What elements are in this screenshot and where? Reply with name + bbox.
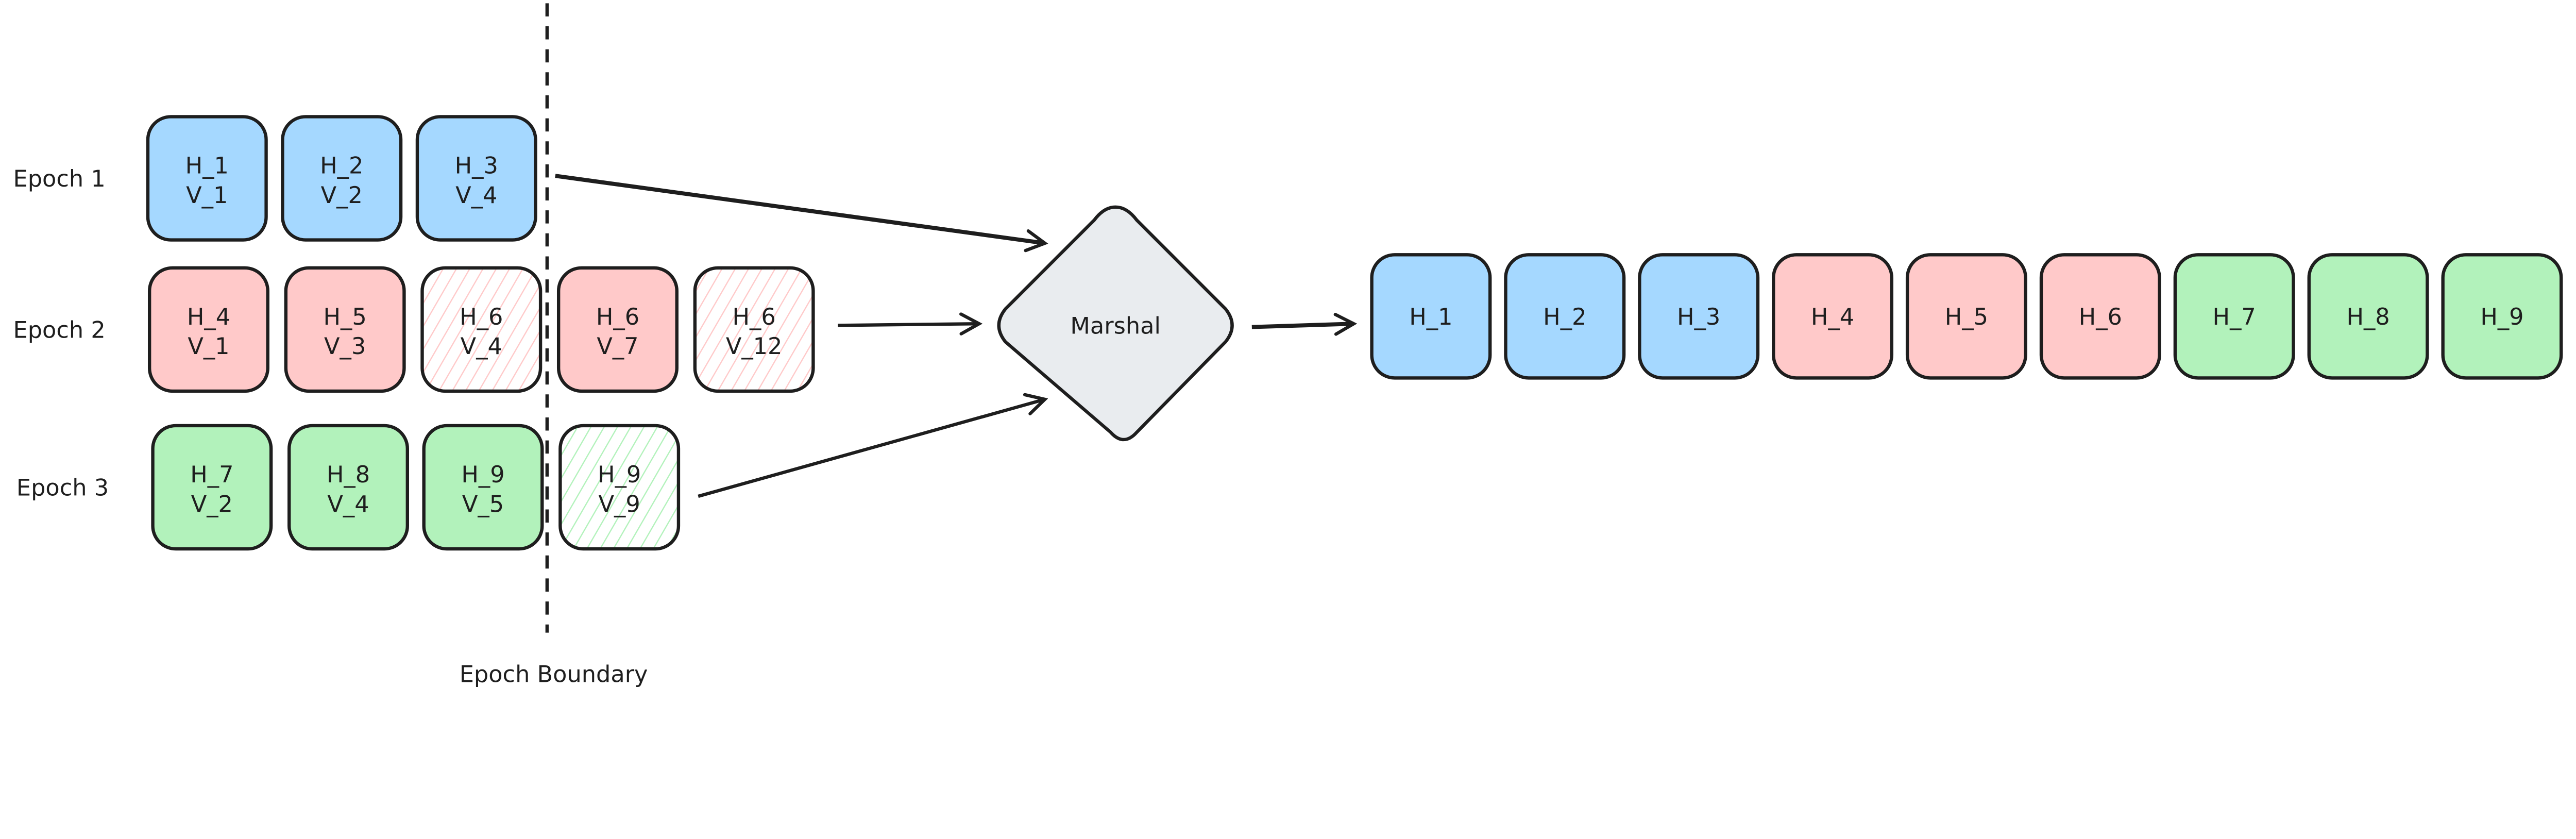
marshal-label: Marshal bbox=[1070, 312, 1160, 339]
output-box-shape bbox=[1504, 253, 1626, 380]
record-box: H_8V_4 bbox=[287, 424, 409, 551]
record-box-shape bbox=[287, 424, 409, 551]
output-box-shape bbox=[1370, 253, 1492, 380]
output-box-label: H_5 bbox=[1945, 304, 1988, 330]
record-box-shape bbox=[558, 424, 681, 551]
record-v-label: V_4 bbox=[327, 491, 369, 517]
output-box-label: H_1 bbox=[1409, 304, 1452, 330]
output-box-shape bbox=[2307, 253, 2429, 380]
record-h-label: H_9 bbox=[461, 461, 504, 488]
record-v-label: V_5 bbox=[462, 491, 504, 517]
record-v-label: V_4 bbox=[461, 333, 502, 360]
record-h-label: H_6 bbox=[732, 304, 775, 330]
record-v-label: V_1 bbox=[188, 333, 229, 360]
output-box: H_8 bbox=[2307, 253, 2429, 380]
marshal-diamond bbox=[997, 205, 1234, 441]
output-box: H_7 bbox=[2173, 253, 2295, 380]
epoch-label: Epoch 1 bbox=[13, 165, 106, 192]
record-box: H_5V_3 bbox=[284, 266, 406, 393]
output-box-shape bbox=[1905, 253, 2027, 380]
epoch-boundary-label: Epoch Boundary bbox=[460, 661, 648, 687]
record-h-label: H_4 bbox=[187, 304, 230, 330]
record-box: H_3V_4 bbox=[415, 115, 537, 242]
output-box: H_1 bbox=[1370, 253, 1492, 380]
output-box: H_3 bbox=[1638, 253, 1760, 380]
record-box-shape bbox=[147, 266, 269, 393]
record-box-shape bbox=[151, 424, 273, 551]
output-box-label: H_2 bbox=[1543, 304, 1586, 330]
record-h-label: H_6 bbox=[460, 304, 503, 330]
record-v-label: V_7 bbox=[597, 333, 638, 360]
record-v-label: V_9 bbox=[599, 491, 640, 517]
record-box: H_9V_5 bbox=[422, 424, 544, 551]
record-h-label: H_6 bbox=[596, 304, 639, 330]
record-box: H_1V_1 bbox=[146, 115, 268, 242]
record-box-shape bbox=[556, 266, 679, 393]
hatched-record-box: H_9V_9 bbox=[558, 424, 681, 551]
output-box: H_6 bbox=[2039, 253, 2161, 380]
record-v-label: V_1 bbox=[186, 182, 228, 209]
record-box: H_4V_1 bbox=[147, 266, 269, 393]
output-box: H_9 bbox=[2441, 253, 2563, 380]
record-h-label: H_1 bbox=[185, 152, 229, 179]
record-box-shape bbox=[693, 266, 815, 393]
record-box-shape bbox=[420, 266, 543, 393]
output-box-label: H_3 bbox=[1677, 304, 1720, 330]
record-h-label: H_3 bbox=[455, 152, 498, 179]
record-v-label: V_3 bbox=[324, 333, 366, 360]
record-box: H_7V_2 bbox=[151, 424, 273, 551]
arrow-epoch-3-to-marshal bbox=[698, 399, 1045, 498]
epoch-label: Epoch 2 bbox=[13, 316, 106, 343]
output-box-shape bbox=[1772, 253, 1894, 380]
record-h-label: H_9 bbox=[598, 461, 641, 488]
record-v-label: V_2 bbox=[321, 182, 363, 209]
arrow-epoch-1-to-marshal bbox=[555, 174, 1045, 243]
output-box-shape bbox=[2039, 253, 2161, 380]
record-h-label: H_5 bbox=[324, 304, 367, 330]
hatched-record-box: H_6V_4 bbox=[420, 266, 543, 393]
epoch-label: Epoch 3 bbox=[16, 474, 109, 501]
record-box-shape bbox=[281, 115, 403, 242]
arrows bbox=[555, 174, 1354, 498]
record-box-shape bbox=[146, 115, 268, 242]
output-box-label: H_4 bbox=[1811, 304, 1854, 330]
record-box: H_2V_2 bbox=[281, 115, 403, 242]
record-box-shape bbox=[284, 266, 406, 393]
output-box-shape bbox=[2173, 253, 2295, 380]
output-box: H_4 bbox=[1772, 253, 1894, 380]
record-h-label: H_8 bbox=[327, 461, 370, 488]
output-box-label: H_9 bbox=[2480, 304, 2523, 330]
record-v-label: V_2 bbox=[191, 491, 233, 517]
hatched-record-box: H_6V_12 bbox=[693, 266, 815, 393]
marshal-node: Marshal bbox=[997, 205, 1234, 441]
arrow-epoch-2-to-marshal bbox=[838, 324, 979, 325]
output-box-label: H_6 bbox=[2079, 304, 2122, 330]
record-h-label: H_2 bbox=[320, 152, 363, 179]
output-box-label: H_8 bbox=[2346, 304, 2389, 330]
record-h-label: H_7 bbox=[190, 461, 233, 488]
record-v-label: V_12 bbox=[726, 333, 783, 360]
output-box-label: H_7 bbox=[2213, 304, 2256, 330]
arrow-marshal-to-output bbox=[1251, 324, 1354, 327]
record-box: H_6V_7 bbox=[556, 266, 679, 393]
output-box-shape bbox=[2441, 253, 2563, 380]
output-box-shape bbox=[1638, 253, 1760, 380]
output-box: H_2 bbox=[1504, 253, 1626, 380]
record-box-shape bbox=[422, 424, 544, 551]
output-row: H_1 H_2 H_3 H_4 H_5 H_6 H_7 H_8 H_9 bbox=[1370, 253, 2563, 380]
record-v-label: V_4 bbox=[455, 182, 497, 209]
record-box-shape bbox=[415, 115, 537, 242]
output-box: H_5 bbox=[1905, 253, 2027, 380]
